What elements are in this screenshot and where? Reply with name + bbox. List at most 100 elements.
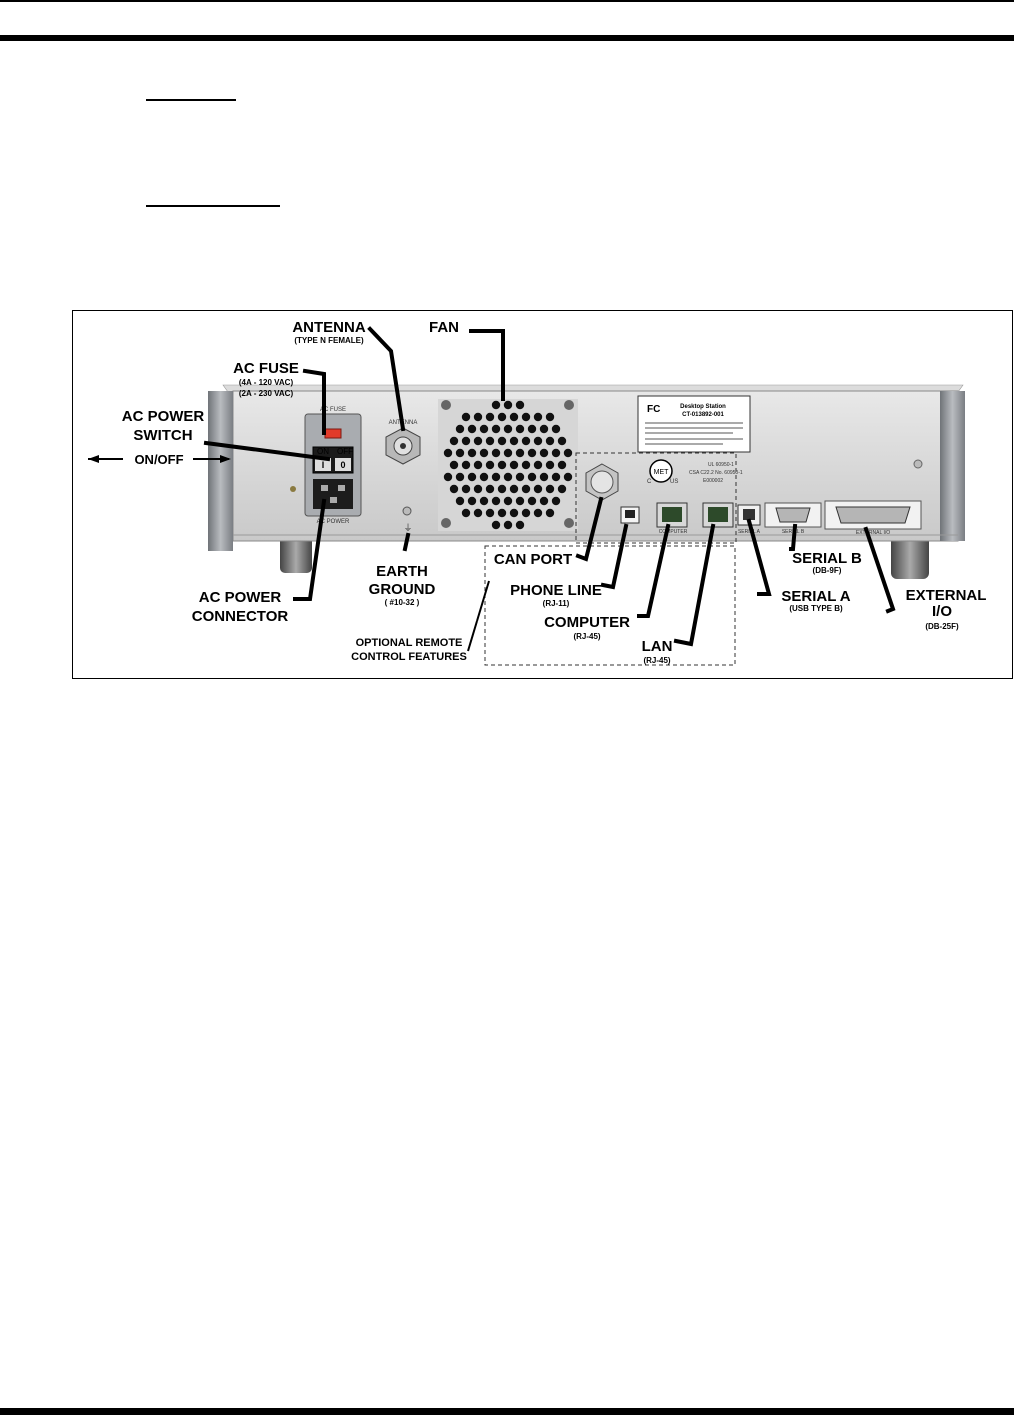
label-optional-remote-1: OPTIONAL REMOTE [356,637,463,649]
fan-holes [443,400,573,530]
fan-hole [461,436,471,446]
label-external-io-sub: (DB-25F) [925,622,959,631]
label-phone-line-sub: (RJ-11) [543,599,570,608]
fan-hole [491,400,501,410]
fan-hole [461,412,471,422]
fan-hole [485,412,495,422]
section-heading-underline-1 [146,99,236,101]
label-ac-fuse-sub2: (2A - 230 VAC) [239,389,294,398]
fan-hole [455,424,465,434]
label-ac-power-switch-2: SWITCH [133,427,192,444]
fan-hole [551,448,561,458]
fan-hole [545,412,555,422]
fan-hole [485,508,495,518]
label-external-io-2: I/O [932,603,952,620]
fan-hole [521,508,531,518]
fan-hole [443,448,453,458]
fan-hole [515,424,525,434]
svg-text:⏚: ⏚ [403,523,412,533]
fan-hole [449,460,459,470]
fan-hole [527,496,537,506]
label-fan: FAN [429,319,459,336]
fan-hole [533,412,543,422]
fan-hole [455,472,465,482]
label-ac-power-switch-1: AC POWER [122,408,205,425]
chassis-side-left [208,391,233,551]
power-mark: AC POWER [317,519,350,525]
label-computer-sub: (RJ-45) [573,632,600,641]
header-thin-rule [0,0,1014,2]
fan-hole [539,472,549,482]
external-io-mark: EXTERNAL I/O [856,530,890,536]
fan-hole [491,496,501,506]
fuse-mark: AC FUSE [320,407,346,413]
ul-line-2: CSA C22.2 No. 60950-1 [689,470,743,476]
chassis-side-right [940,391,965,541]
optional-features-region [575,452,737,544]
fan-hole [557,460,567,470]
fan-hole [563,472,573,482]
fan-hole [509,484,519,494]
label-phone-line: PHONE LINE [510,582,602,599]
fan-hole [473,460,483,470]
label-earth-ground-1: EARTH [376,563,428,580]
fan-hole [509,436,519,446]
fan-hole [485,484,495,494]
label-on-off: ON/OFF [134,452,183,467]
serial-a-mark: SERIAL A [738,529,761,535]
fan-hole [461,508,471,518]
label-serial-a: SERIAL A [781,588,850,605]
label-antenna-sub: (TYPE N FEMALE) [294,336,364,345]
svg-text:US: US [670,479,678,485]
label-ac-fuse-sub1: (4A - 120 VAC) [239,378,294,387]
fan-hole [473,436,483,446]
fan-hole [461,484,471,494]
fan-hole [509,508,519,518]
fan-hole [551,424,561,434]
fan-hole [539,424,549,434]
fan-hole [497,484,507,494]
label-ac-power-connector-1: AC POWER [199,589,282,606]
label-ac-power-connector-2: CONNECTOR [192,608,289,625]
label-external-io-1: EXTERNAL [906,587,987,604]
fan-hole [545,484,555,494]
label-earth-ground-2: GROUND [369,581,436,598]
fan-hole [497,436,507,446]
fan-hole [545,508,555,518]
svg-text:MET: MET [654,469,670,476]
fan-hole [473,412,483,422]
met-logo [649,459,673,483]
optional-features-box [484,545,736,666]
fan-hole [473,484,483,494]
fan-hole [515,496,525,506]
fan-hole [545,460,555,470]
label-serial-b-sub: (DB-9F) [813,566,842,575]
fan-hole [509,460,519,470]
fan-hole [497,508,507,518]
fan-hole [521,412,531,422]
switch-on-mark: ON [317,447,329,456]
svg-text:C: C [647,479,652,485]
fan-hole [521,460,531,470]
fan-hole [479,448,489,458]
fan-hole [521,484,531,494]
fan-hole [467,472,477,482]
computer-mark: COMPUTER [659,529,688,535]
fan-hole [539,496,549,506]
ac-inlet [313,479,353,509]
fan-hole [521,436,531,446]
label-antenna: ANTENNA [292,319,365,336]
fan-hole [551,472,561,482]
fan-hole [479,424,489,434]
label-optional-remote-2: CONTROL FEATURES [351,651,467,663]
fan-hole [497,412,507,422]
fan-hole [515,448,525,458]
fan-hole [491,472,501,482]
fan-hole [545,436,555,446]
fan-hole [455,448,465,458]
fan-hole [467,424,477,434]
label-earth-ground-sub: ( #10-32 ) [385,598,420,607]
ul-line-1: UL 60950-1 [708,462,734,468]
fcc-label-plate [637,395,751,453]
fan-hole [467,448,477,458]
